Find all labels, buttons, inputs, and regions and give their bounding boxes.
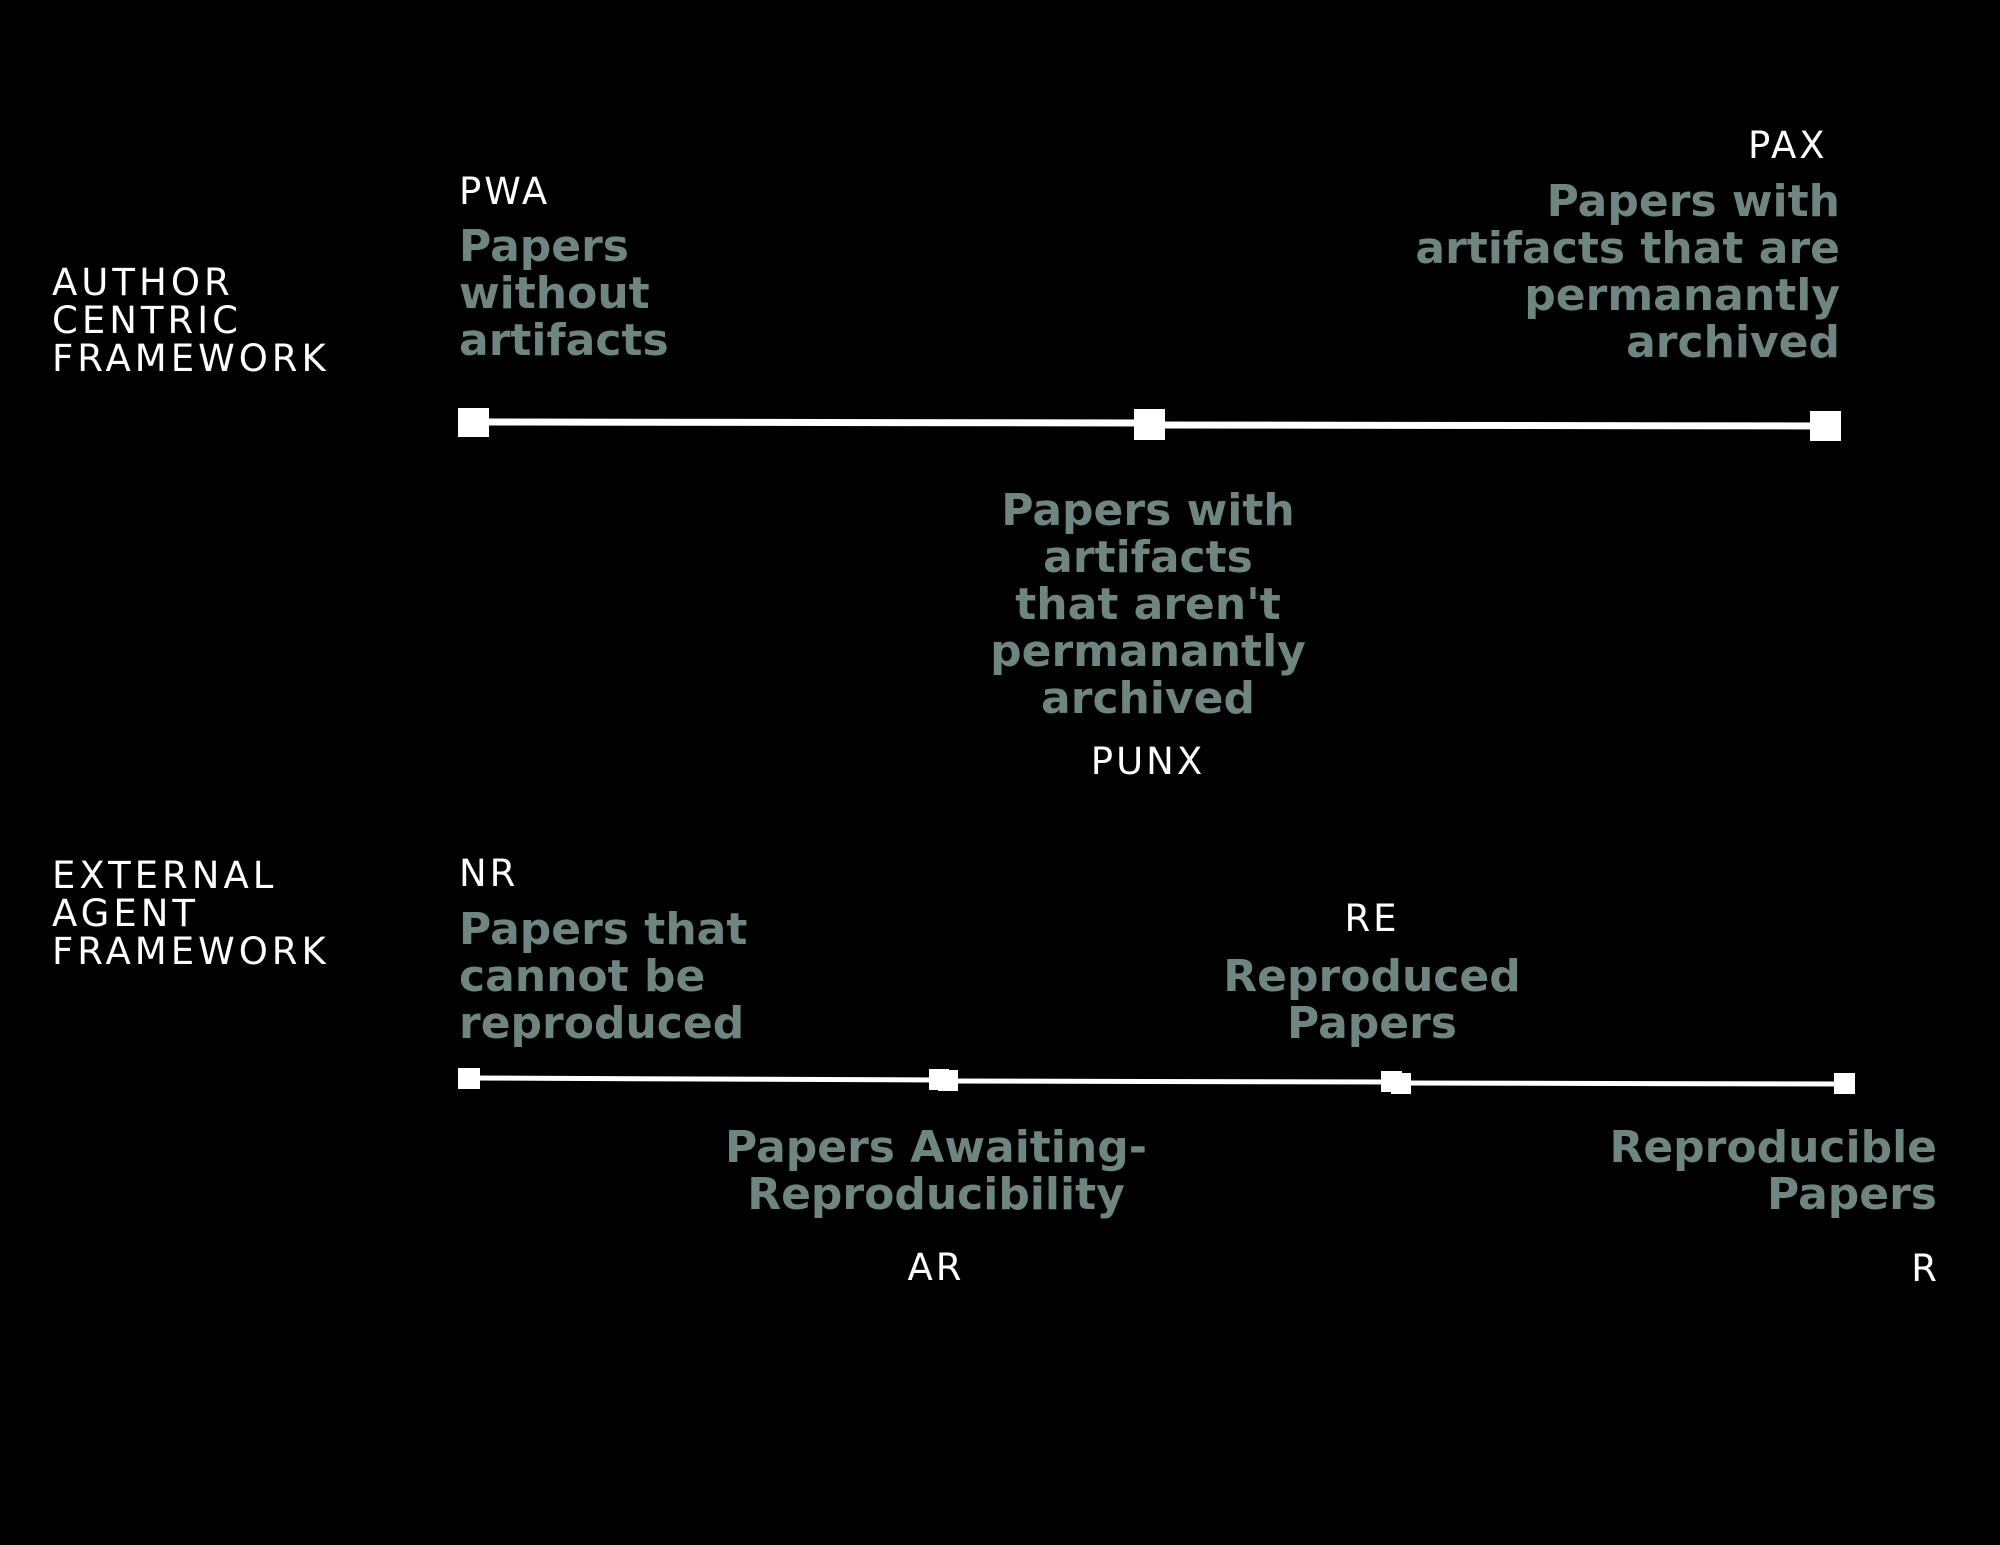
stage-description-pax: Papers with artifacts that are permanant…	[1415, 176, 1840, 368]
author-node-punx	[1134, 409, 1165, 440]
external-node-re-2	[1391, 1073, 1411, 1094]
external-agent-framework-label: EXTERNAL AGENT FRAMEWORK	[52, 854, 330, 973]
external-node-nr	[458, 1068, 480, 1089]
author-line-segment-2	[1148, 421, 1827, 430]
stage-description-r: Reproducible Papers	[1609, 1122, 1937, 1220]
external-line-segment-1	[468, 1075, 943, 1083]
stage-code-pwa: PWA	[459, 170, 551, 213]
external-line-segment-2	[941, 1078, 1396, 1085]
stage-code-ar: AR	[907, 1246, 965, 1289]
author-line-segment-1	[472, 418, 1150, 427]
stage-description-nr: Papers that cannot be reproduced	[459, 904, 748, 1049]
author-centric-framework-label: AUTHOR CENTRIC FRAMEWORK	[52, 261, 330, 380]
external-line-segment-3	[1394, 1080, 1846, 1087]
author-node-pax	[1810, 411, 1841, 441]
external-node-r	[1834, 1073, 1855, 1094]
stage-code-punx: PUNX	[1090, 740, 1206, 783]
stage-code-pax: PAX	[1748, 124, 1828, 167]
stage-code-re: RE	[1344, 897, 1400, 940]
stage-code-nr: NR	[459, 852, 519, 895]
stage-description-re: Reproduced Papers	[1223, 951, 1521, 1049]
stage-description-punx: Papers with artifacts that aren't perman…	[990, 485, 1306, 724]
stage-code-r: R	[1911, 1247, 1940, 1290]
author-node-pwa	[458, 408, 489, 437]
stage-description-pwa: Papers without artifacts	[459, 221, 669, 366]
stage-description-ar: Papers Awaiting- Reproducibility	[725, 1122, 1147, 1220]
external-node-ar-2	[938, 1070, 958, 1091]
